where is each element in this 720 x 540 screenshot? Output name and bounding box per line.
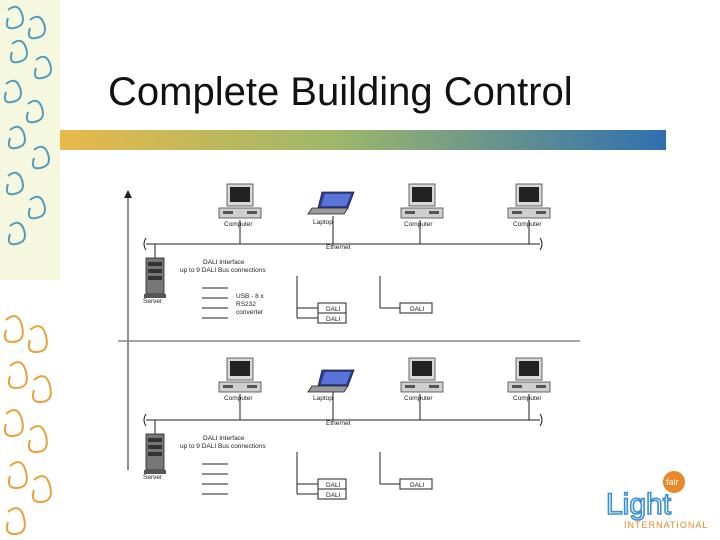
computer-label: Computer <box>513 395 542 402</box>
dali-label: DALI <box>410 306 425 313</box>
dali-label: DALI <box>410 482 425 489</box>
ethernet-bus <box>143 216 543 258</box>
floor-2: Computer Laptop Computer Computer Ethern… <box>143 357 551 500</box>
dali-bus-connections-label: up to 9 DALI Bus connections <box>180 443 266 450</box>
computer-icon <box>218 183 262 219</box>
computer-icon <box>218 357 262 393</box>
laptop-label: Laptop <box>313 395 333 402</box>
converter-label: USB - 8 x <box>236 293 265 300</box>
logo-light: Light <box>606 488 672 521</box>
dali-label: DALI <box>326 316 341 323</box>
dali-interface-label: DALI Interface <box>203 259 245 266</box>
bus-lines <box>202 452 400 495</box>
computer-icon <box>507 357 551 393</box>
slide-title: Complete Building Control <box>108 70 573 114</box>
dali-box <box>399 302 433 314</box>
computer-label: Computer <box>224 221 253 228</box>
ethernet-bus <box>143 392 543 434</box>
dali-label: DALI <box>326 492 341 499</box>
computer-icon <box>400 183 444 219</box>
server-label: Server <box>143 474 163 481</box>
laptop-label: Laptop <box>313 219 333 226</box>
dali-box <box>317 488 347 500</box>
converter-label: converter <box>236 309 264 316</box>
server-icon <box>143 433 167 475</box>
floor-1: Computer Laptop Computer Computer Ethern… <box>143 183 551 324</box>
laptop-icon <box>307 191 355 215</box>
dali-box <box>399 478 433 490</box>
decorative-swirl-strip <box>0 0 60 540</box>
laptop-icon <box>307 369 355 393</box>
ethernet-label: Ethernet <box>326 420 351 427</box>
vertical-arrow <box>124 190 132 470</box>
dali-interface-label: DALI Interface <box>203 435 245 442</box>
computer-label: Computer <box>404 395 433 402</box>
ethernet-label: Ethernet <box>326 244 351 251</box>
dali-label: DALI <box>326 306 341 313</box>
logo-international: INTERNATIONAL <box>624 520 708 530</box>
title-underline-bar <box>60 130 666 150</box>
logo-fair: fair <box>666 477 679 487</box>
computer-label: Computer <box>404 221 433 228</box>
computer-icon <box>507 183 551 219</box>
computer-label: Computer <box>224 395 253 402</box>
server-label: Server <box>143 298 163 305</box>
dali-bus-connections-label: up to 9 DALI Bus connections <box>180 267 266 274</box>
dali-label: DALI <box>326 482 341 489</box>
server-icon <box>143 257 167 299</box>
computer-icon <box>400 357 444 393</box>
computer-label: Computer <box>513 221 542 228</box>
bus-lines <box>202 276 400 319</box>
lightfair-logo: fair Light INTERNATIONAL <box>605 471 708 530</box>
dali-box <box>317 312 347 324</box>
converter-label: RS232 <box>236 301 256 308</box>
